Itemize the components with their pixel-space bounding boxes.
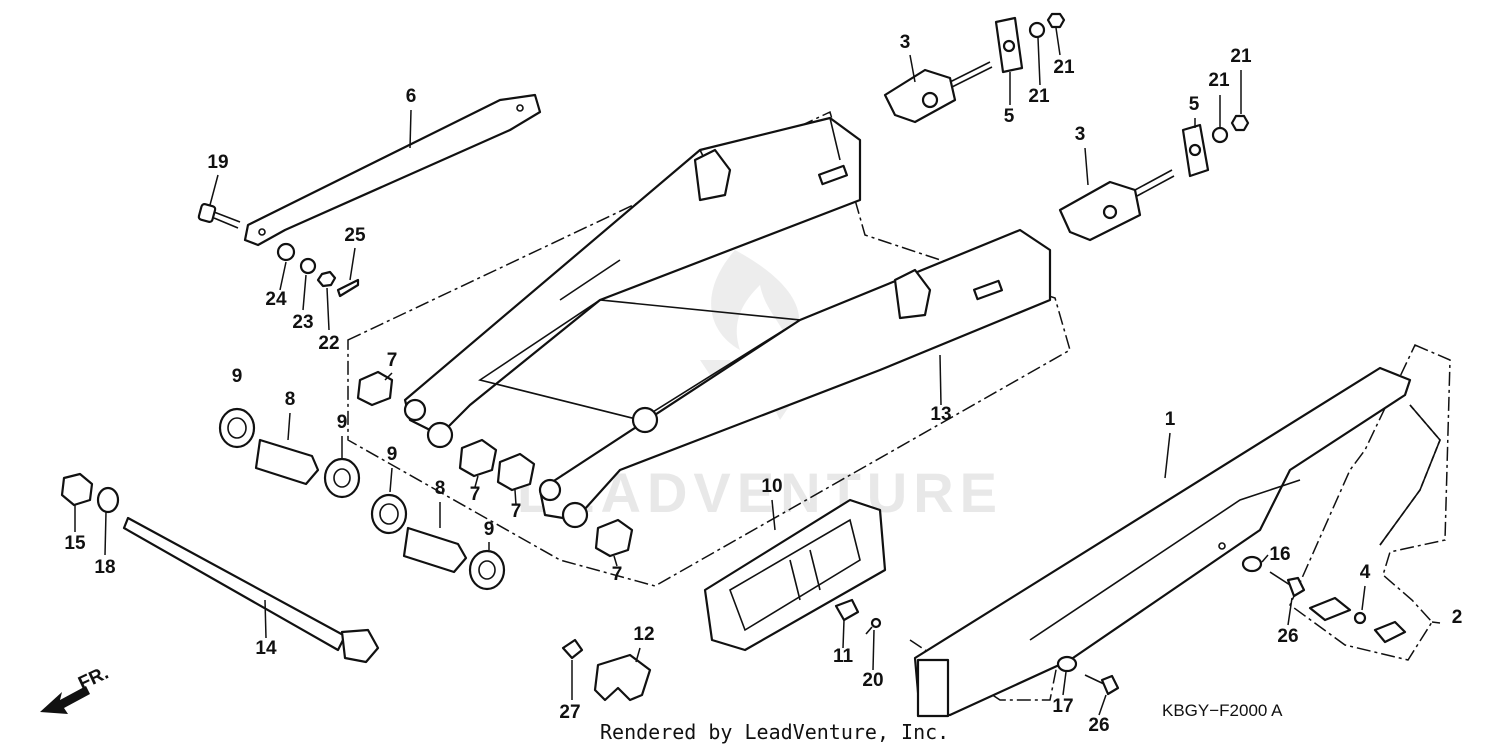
callout-c16: 16 [1269,544,1290,565]
callout-c7c: 7 [511,501,522,522]
chain-adjuster-3-upper [883,61,993,124]
callout-c13: 13 [930,404,951,425]
collar-11-screw-20 [834,598,882,635]
callout-c8b: 8 [435,478,446,499]
rendered-by-credit: Rendered by LeadVenture, Inc. [600,720,949,744]
callout-c7b: 7 [470,484,481,505]
callout-c3a: 3 [900,32,911,53]
bolt-19 [197,203,241,229]
nuts-21 [1028,12,1250,144]
callout-c17: 17 [1052,696,1073,717]
callout-c2: 2 [1452,607,1463,628]
chain-guide-10 [703,498,887,652]
bracket-12 [561,638,652,702]
callout-c27: 27 [559,702,580,723]
callout-c23: 23 [292,312,313,333]
callout-c12: 12 [633,624,654,645]
callout-c21c: 21 [1230,46,1252,67]
callout-c7a: 7 [387,350,398,371]
callout-c21a: 21 [1053,57,1075,78]
pivot-components [218,370,634,591]
chain-adjuster-3-lower [1058,169,1175,242]
bolts-26 [1084,571,1306,696]
front-direction-marker: FR. [40,663,112,714]
nut-15-washer-18 [60,472,120,514]
callout-c21b: 21 [1028,86,1050,107]
callout-c26a: 26 [1277,626,1298,647]
callout-c7d: 7 [612,564,623,585]
callout-c18: 18 [94,557,115,578]
master-link-4 [1308,596,1407,644]
callout-c9b: 9 [337,412,348,433]
washers-16-17 [1056,555,1263,673]
callout-c6: 6 [406,86,417,107]
callout-c25: 25 [344,225,366,246]
callout-c24: 24 [265,289,287,310]
callout-c11: 11 [833,646,854,667]
adjuster-plate-5-upper [994,16,1024,74]
adjuster-plate-5-lower [1181,123,1210,178]
diagram-code: KBGY−F2000 A [1162,701,1283,720]
callout-c4: 4 [1360,562,1371,583]
leader-lines [74,27,1441,716]
front-arrow-icon [40,686,90,714]
callout-c14: 14 [255,638,277,659]
callout-c5b: 5 [1189,94,1200,115]
callout-c9d: 9 [484,519,495,540]
chain-case-1 [913,366,1412,718]
swingarm-13 [403,116,1052,529]
callout-c20: 20 [862,670,883,691]
pivot-bolt-14 [122,516,380,664]
callout-c8a: 8 [285,389,296,410]
callout-c15: 15 [64,533,86,554]
group-outlines [347,110,1451,701]
callout-c19: 19 [207,152,228,173]
callout-c22: 22 [318,333,339,354]
callout-c9c: 9 [387,444,398,465]
callout-c1: 1 [1165,409,1176,430]
callout-c10: 10 [761,476,782,497]
chain-slider-6 [243,93,542,247]
drive-chain-2 [1379,404,1441,546]
callout-c21d: 21 [1208,70,1230,91]
callout-c5a: 5 [1004,106,1015,127]
callout-c3b: 3 [1075,124,1086,145]
callout-c26b: 26 [1088,715,1109,736]
callout-c9a: 9 [232,366,243,387]
washers-22-23-24-25 [276,242,360,298]
